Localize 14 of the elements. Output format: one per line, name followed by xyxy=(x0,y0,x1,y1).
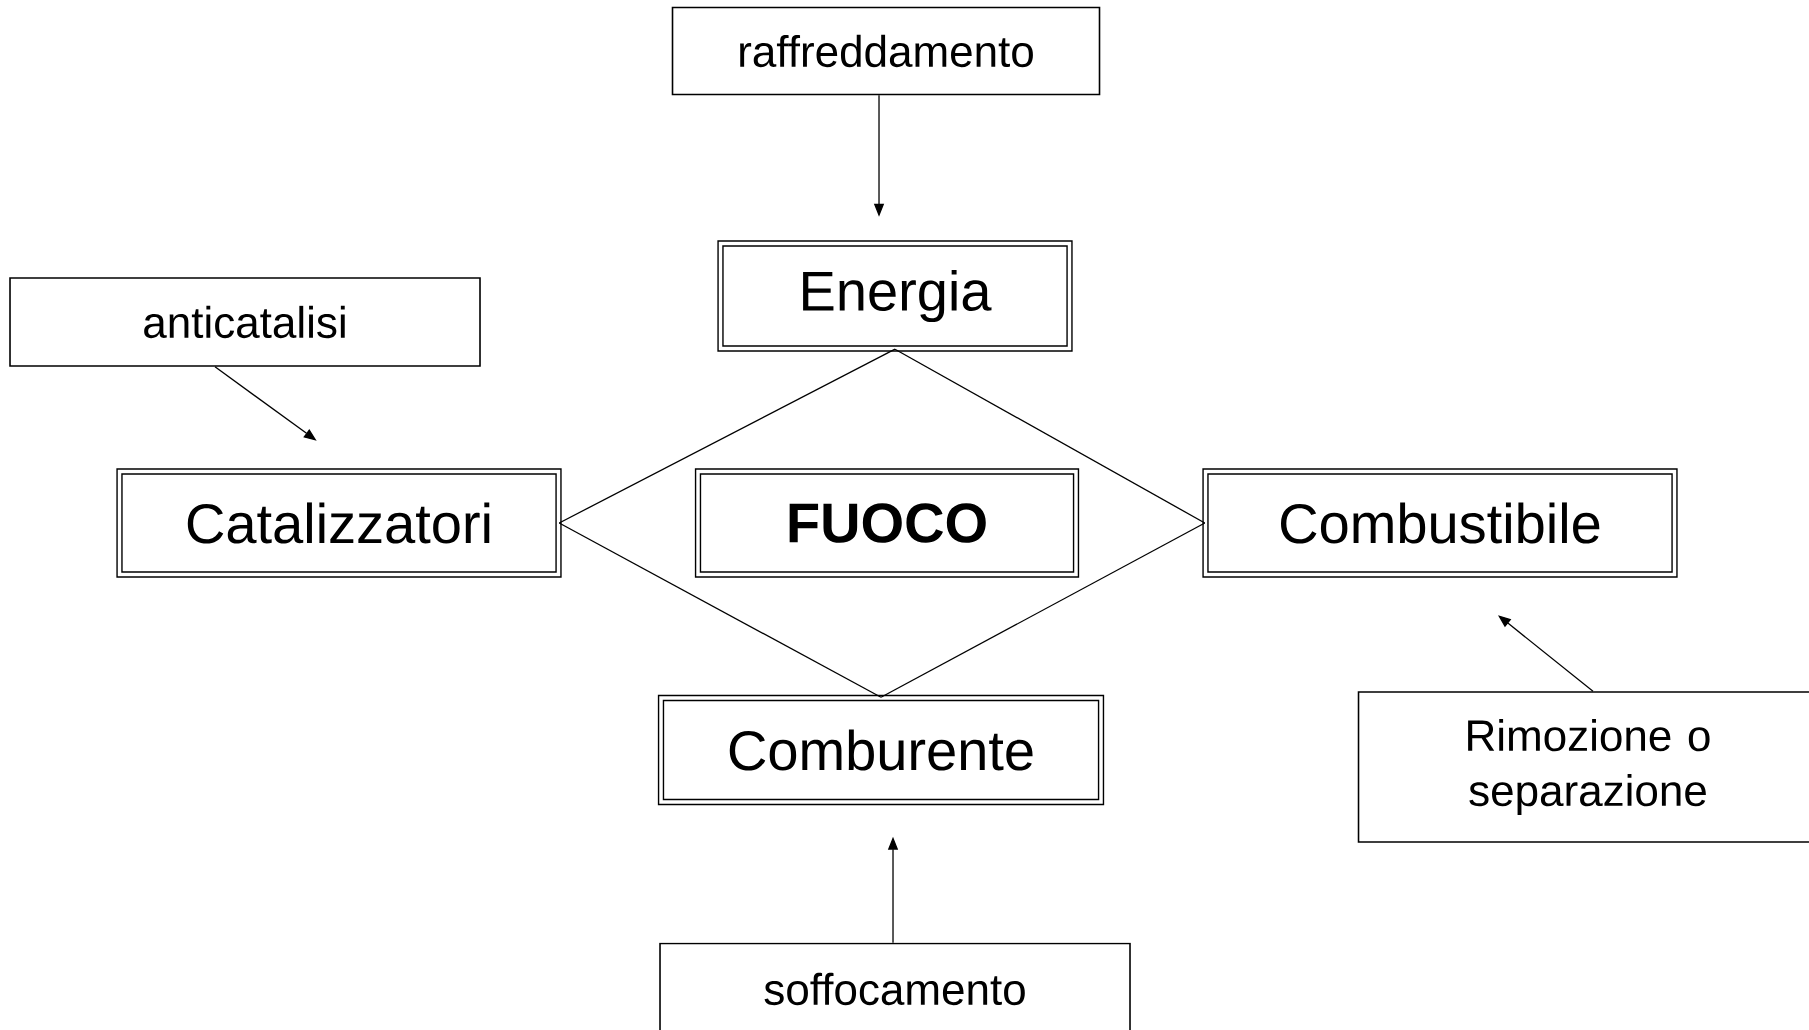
action-box: anticatalisi xyxy=(9,277,481,367)
arrow xyxy=(1498,615,1594,692)
diamond-line xyxy=(894,348,1206,524)
title-box: FUOCO xyxy=(694,468,1080,578)
element-box: Energia xyxy=(717,240,1073,352)
action-box: Rimozione o separazione xyxy=(1357,691,1809,843)
element-box: Comburente xyxy=(657,694,1105,806)
diamond-line xyxy=(558,348,896,524)
element-box: Combustibile xyxy=(1202,468,1678,578)
diamond-line xyxy=(880,522,1206,698)
diamond-line xyxy=(558,522,882,698)
element-box: Catalizzatori xyxy=(116,468,562,578)
action-box: raffreddamento xyxy=(671,6,1101,96)
action-box: soffocamento xyxy=(659,942,1131,1030)
